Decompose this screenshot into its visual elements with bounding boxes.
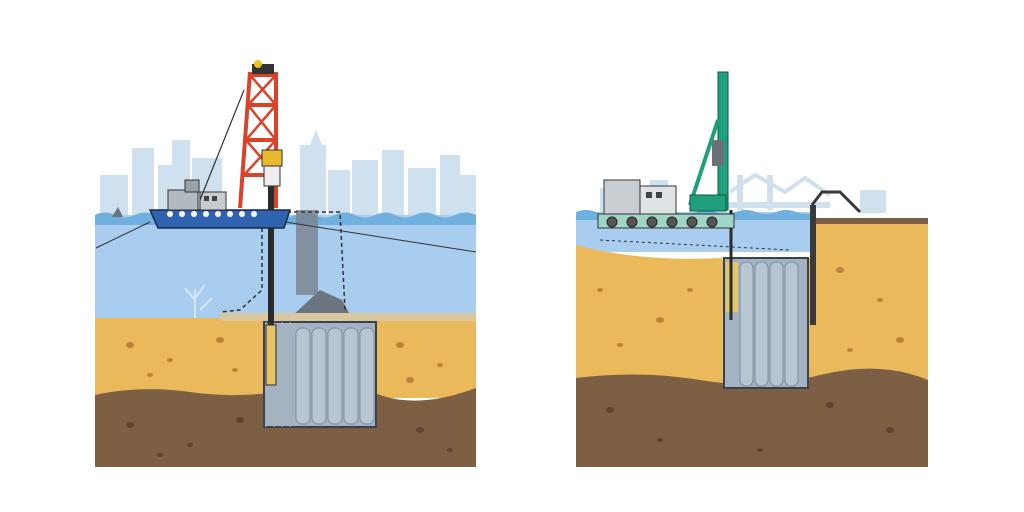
supply-line-dashed [219,211,346,313]
quay-crane [810,190,862,214]
right-panel [576,71,928,467]
soil-columns-left [263,321,377,428]
fish-fin-icon [112,207,123,217]
sand-spots-right [597,267,904,352]
left-panel [95,60,477,467]
city-skyline-left [100,130,476,215]
clay-spots-left [126,417,453,457]
drill-string-left [268,185,274,385]
clay-layer-right [576,368,928,467]
soil-columns-right [723,257,809,389]
seabed-strip-left [220,313,476,321]
sheet-pile-wall [810,205,816,325]
drill-head [261,149,283,167]
clay-spots-right [606,402,894,452]
coral-icon [184,284,213,320]
work-barge [597,179,735,229]
work-ship [148,179,292,229]
sea-water-left [95,215,476,325]
sand-spots-left [126,337,443,383]
pile-rig-mast [688,71,729,212]
rubble-mound [290,290,352,318]
bridge-icon [725,172,832,210]
existing-casing-left [296,210,318,295]
